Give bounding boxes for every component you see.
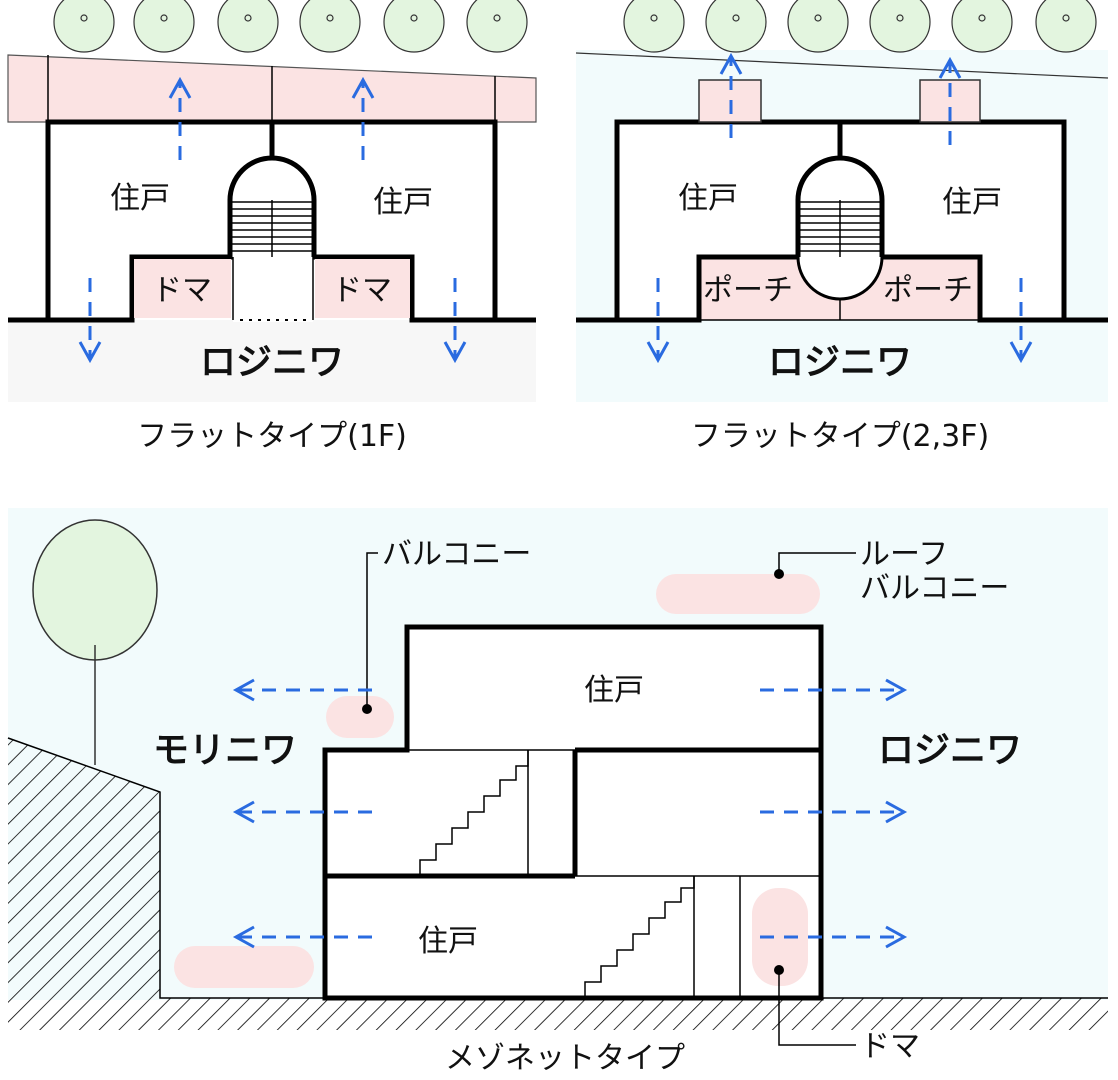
unit-label-lower: 住戸 xyxy=(418,924,478,959)
roof-balcony-area xyxy=(656,574,820,614)
panel-caption: メゾネットタイプ xyxy=(445,1041,685,1076)
roof-balcony-label-1: ルーフ xyxy=(860,537,948,572)
ground-pink-area xyxy=(174,946,314,988)
roof-balcony-callout: ルーフ バルコニー xyxy=(774,537,1009,606)
balcony-label: バルコニー xyxy=(382,537,531,572)
stairs-upper xyxy=(419,750,529,876)
panel-caption: フラットタイプ(2,3F) xyxy=(691,419,989,454)
doma-area xyxy=(752,888,808,986)
tree-row xyxy=(623,0,1097,53)
building-outline xyxy=(322,624,824,1001)
unit-label-right: 住戸 xyxy=(373,185,433,220)
garden-label-right: ロジニワ xyxy=(878,730,1022,771)
tree-icon xyxy=(32,519,158,661)
doma-right xyxy=(315,259,410,318)
unit-label-upper: 住戸 xyxy=(584,673,644,708)
unit-label-left: 住戸 xyxy=(678,181,738,216)
doma-label: ドマ xyxy=(860,1029,920,1064)
stair-treads xyxy=(800,200,880,257)
panel-flat-23f: 住戸 住戸 ポーチ ポーチ ロジニワ フラットタイプ(2,3F) xyxy=(575,0,1109,454)
balcony-callout: バルコニー xyxy=(362,537,531,714)
doma-label-right: ドマ xyxy=(332,273,392,308)
airflow-arrows xyxy=(646,52,1033,364)
panel-caption: フラットタイプ(1F) xyxy=(137,419,407,454)
tree-row xyxy=(53,0,528,53)
stair-treads xyxy=(232,200,312,257)
panel-maisonette: 住戸 住戸 モリニワ ロジニワ バルコニー ルーフ バルコニー ドマ xyxy=(7,508,1108,1076)
stairs-lower xyxy=(584,876,695,998)
unit-label-left: 住戸 xyxy=(110,181,170,216)
balcony-area xyxy=(326,696,394,738)
porch-label-left: ポーチ xyxy=(703,273,793,308)
roof-balcony-label-2: バルコニー xyxy=(860,571,1009,606)
airflow-arrows xyxy=(78,76,467,364)
garden-label: ロジニワ xyxy=(200,342,344,383)
doma-left xyxy=(134,259,231,318)
doma-label-left: ドマ xyxy=(152,273,212,308)
panel-flat-1f: 住戸 住戸 ドマ ドマ ロジニワ フラットタイプ(1F) xyxy=(7,0,537,454)
garden-label-left: モリニワ xyxy=(153,730,297,771)
ground-hatch xyxy=(8,738,1108,1030)
garden-label: ロジニワ xyxy=(768,342,912,383)
porch-label-right: ポーチ xyxy=(883,273,973,308)
airflow-arrows xyxy=(232,678,908,949)
garden-ground xyxy=(8,320,536,402)
unit-label-right: 住戸 xyxy=(942,185,1002,220)
doma-callout: ドマ xyxy=(774,965,920,1064)
